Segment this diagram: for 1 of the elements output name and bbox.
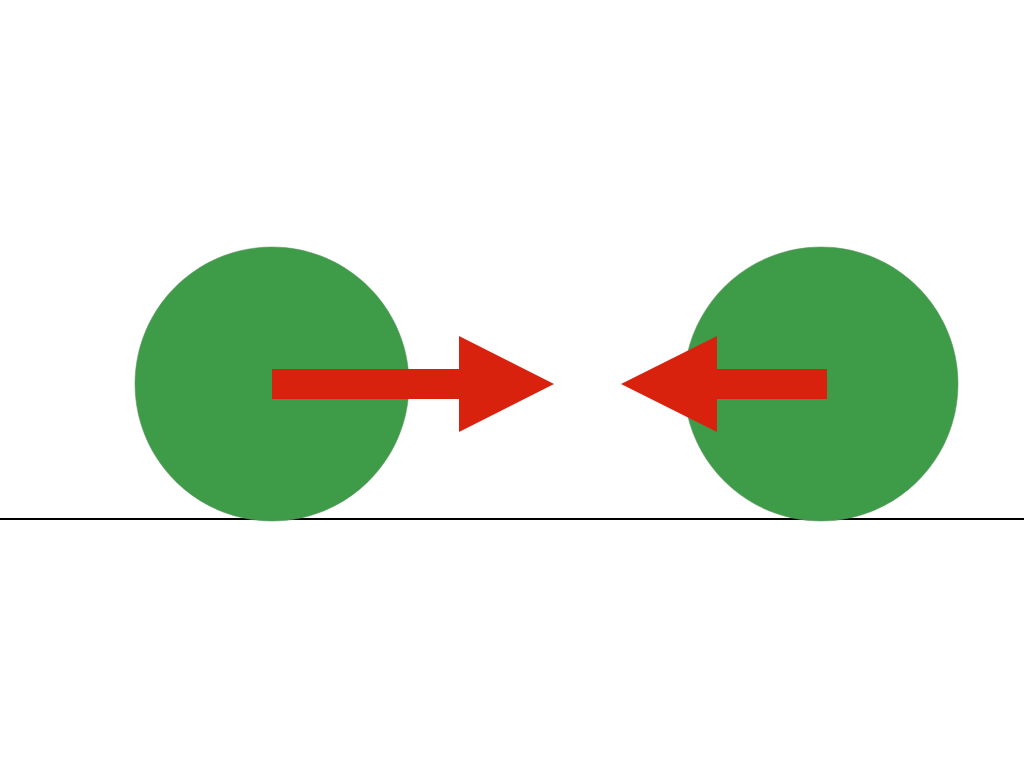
circle: [134, 246, 410, 522]
